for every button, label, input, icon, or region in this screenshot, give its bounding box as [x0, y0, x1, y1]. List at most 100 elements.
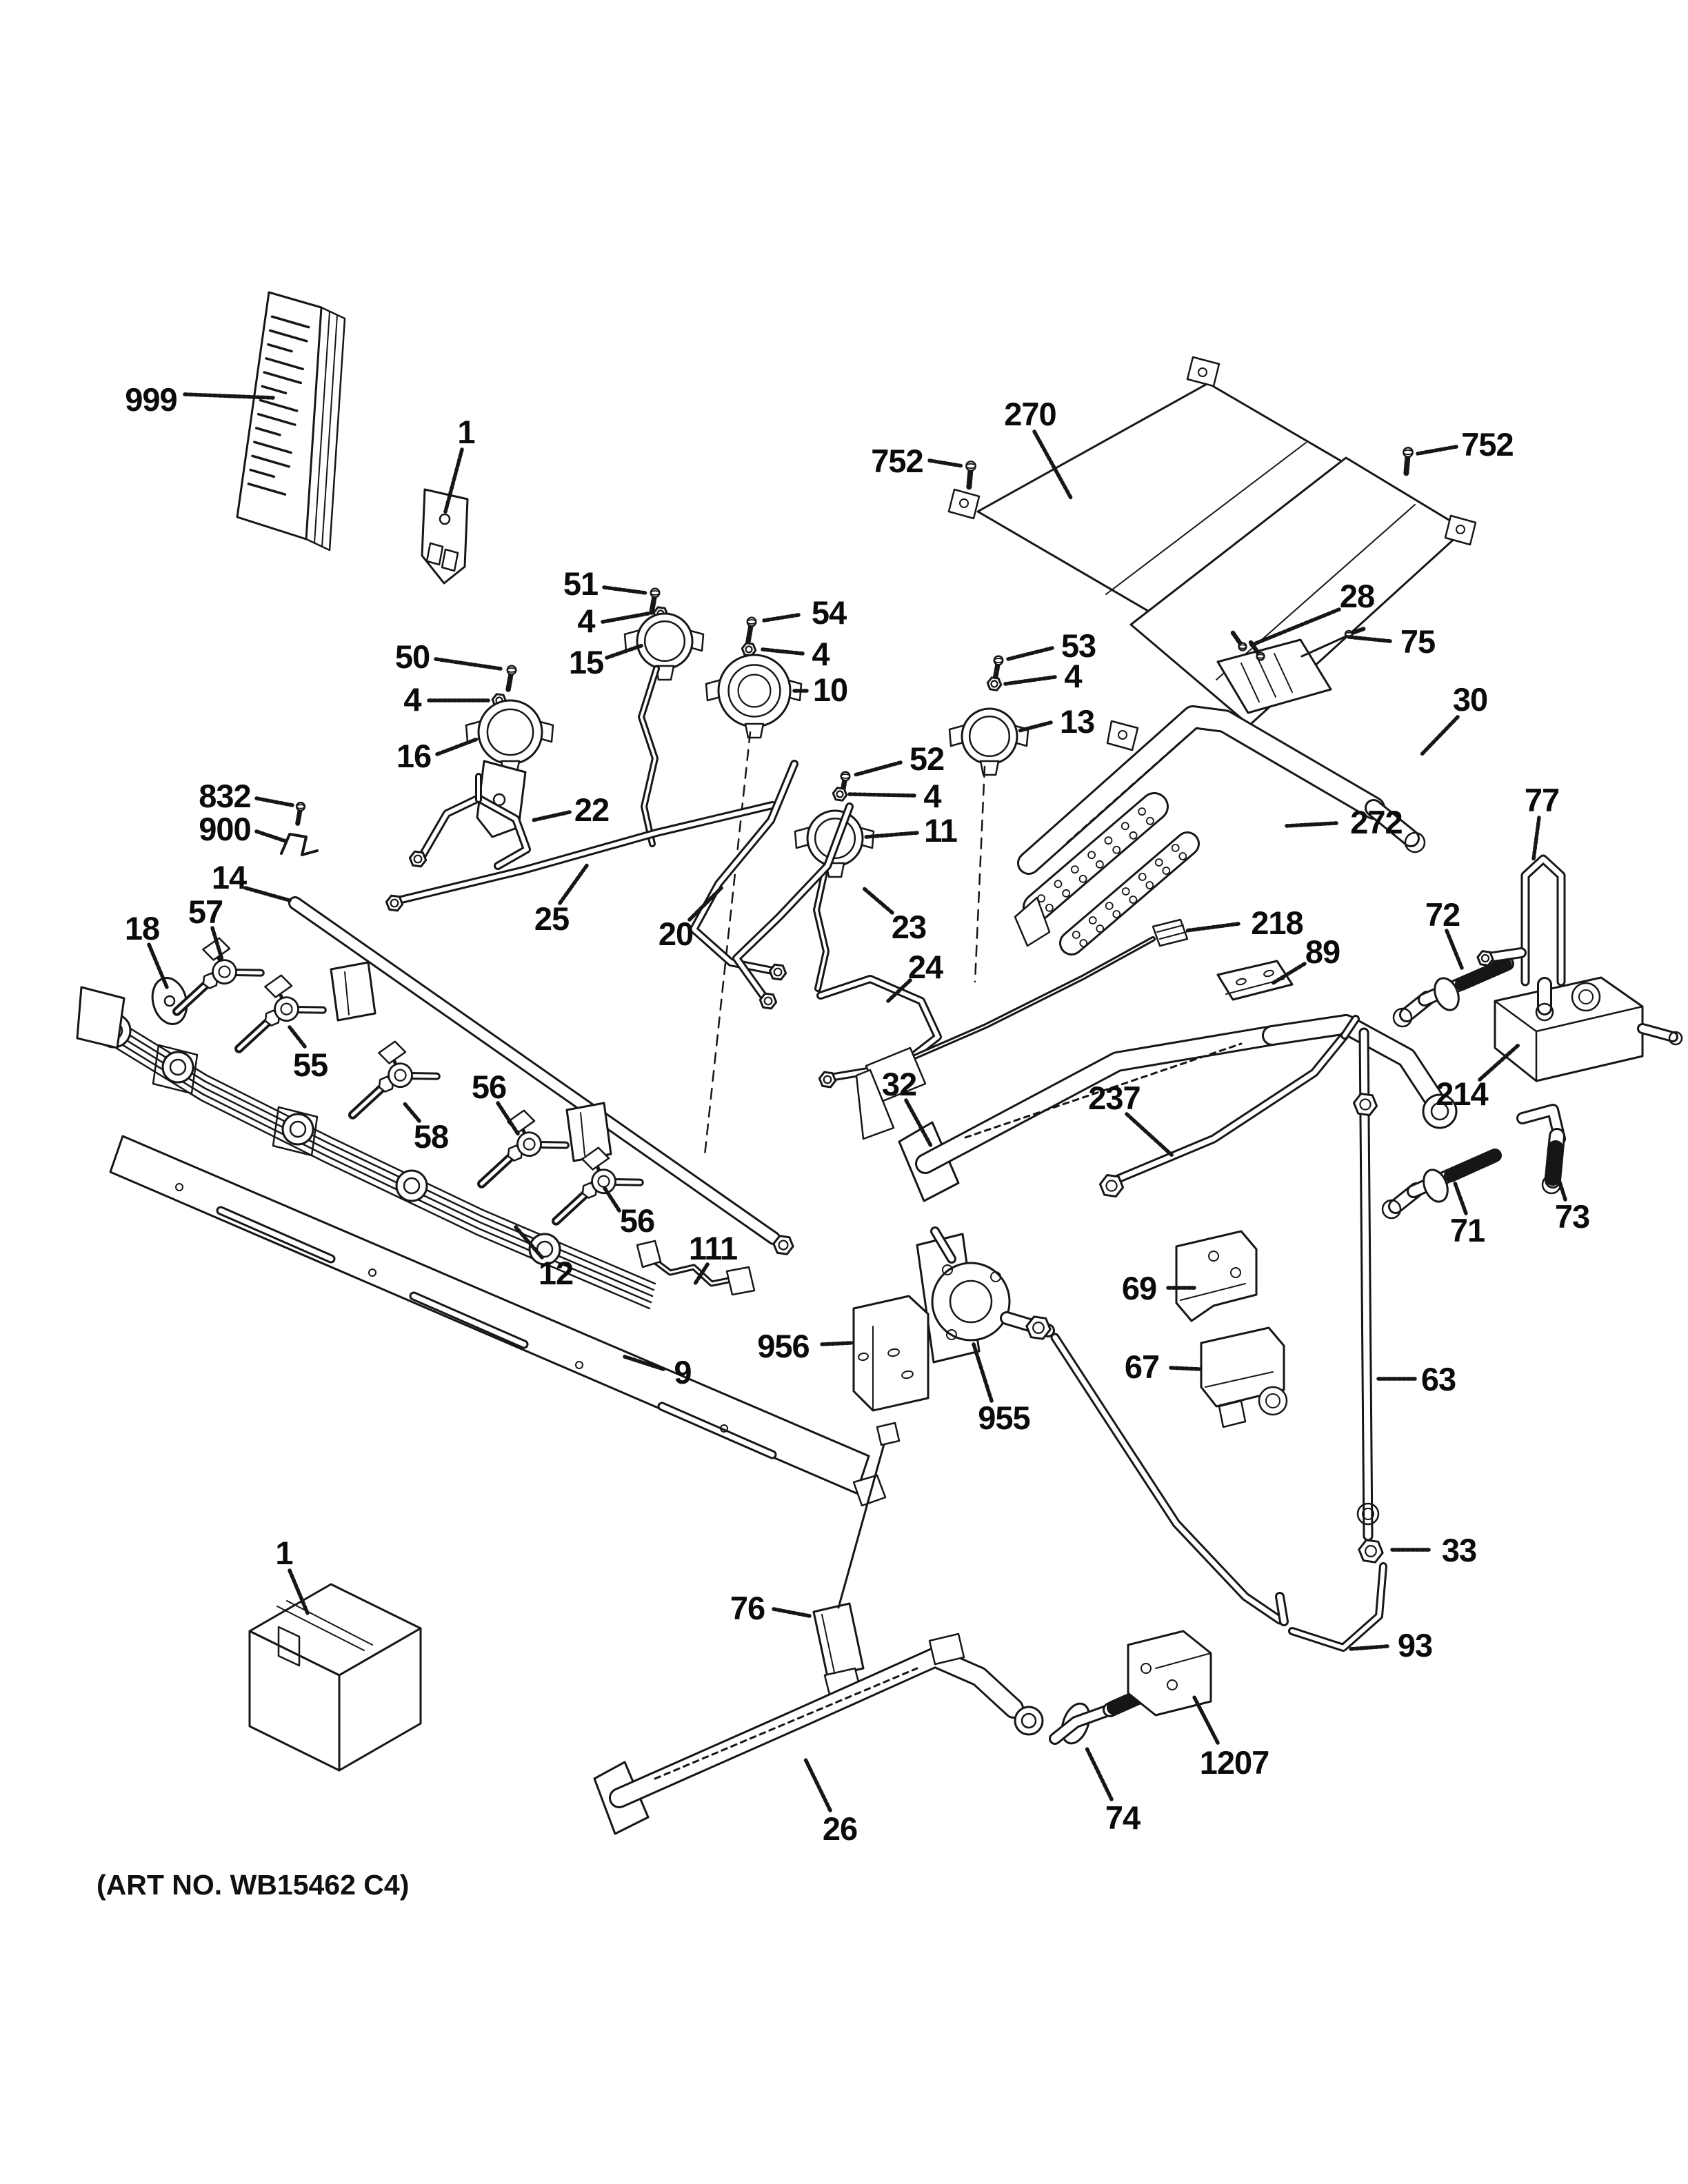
support-9-endtab	[852, 1474, 887, 1507]
spark-switch-76	[812, 1602, 865, 1678]
rail-ring2-in	[169, 1058, 187, 1076]
screw-752-right	[1403, 447, 1414, 476]
callout-label-23: 23	[892, 909, 926, 945]
rail-block2	[152, 1044, 199, 1095]
tube-63-ring	[1356, 1502, 1380, 1526]
shield-tab-bottom	[1106, 720, 1139, 751]
valve-67-cyl	[1258, 1386, 1288, 1416]
burner-11-stem	[813, 862, 830, 992]
callout-label-67: 67	[1125, 1348, 1159, 1385]
harness-218	[888, 936, 1156, 1070]
callout-752-right: 752	[1416, 426, 1514, 463]
tube-237-tip	[1340, 1015, 1360, 1040]
callout-52: 52	[853, 740, 945, 777]
valve-67	[1200, 1326, 1285, 1408]
support-9-hole4	[720, 1424, 728, 1433]
screw-752-left	[965, 461, 976, 490]
callout-4-a: 4	[577, 603, 650, 639]
callout-label-752-left: 752	[871, 443, 923, 479]
orifice-72-flange	[1434, 977, 1460, 1011]
pipe-bracket-b	[565, 1102, 612, 1162]
callout-label-55: 55	[293, 1046, 328, 1083]
igniter-75-rib2	[1257, 658, 1276, 698]
screw-54	[745, 616, 757, 644]
harness-218-pin1	[1156, 924, 1184, 933]
callout-74: 74	[1085, 1746, 1141, 1836]
callout-label-214: 214	[1436, 1075, 1488, 1112]
callout-955: 955	[972, 1342, 1031, 1436]
callout-75: 75	[1347, 623, 1436, 660]
bracket-1207	[1127, 1630, 1212, 1717]
callout-label-11: 11	[924, 812, 957, 849]
callout-label-76: 76	[730, 1590, 765, 1626]
callout-label-58: 58	[414, 1118, 448, 1155]
callout-label-4-e: 4	[403, 681, 421, 718]
support-9-slot1	[216, 1206, 336, 1264]
bracket-956-hole1	[887, 1348, 900, 1357]
callout-14: 14	[212, 859, 292, 902]
callout-4-e: 4	[403, 681, 490, 718]
pipe-bracket-b-notch	[580, 1112, 585, 1156]
callout-28: 28	[1249, 578, 1375, 647]
spreader-272-holes1	[1037, 807, 1154, 912]
parts-layer	[76, 291, 1683, 1835]
burner-tube-30	[1017, 705, 1385, 875]
rail-ring3-in	[289, 1120, 307, 1138]
harness-111-conn1	[636, 1240, 662, 1268]
pipe-bracket-a	[330, 961, 376, 1022]
callout-label-1-top: 1	[457, 414, 474, 450]
igniter-75-rib1	[1240, 663, 1260, 702]
callout-label-9: 9	[674, 1354, 691, 1391]
loop-tube-77-bottom-end	[1535, 1002, 1554, 1022]
bracket-89	[1216, 960, 1294, 1001]
valve-58	[348, 1040, 441, 1120]
burner-tube-32-boss-in	[1430, 1102, 1449, 1121]
valve-67-foot	[1218, 1399, 1247, 1428]
burner-tube-32-elbow	[1262, 1014, 1446, 1112]
supply-tube-elbow	[1275, 1592, 1289, 1626]
callout-58: 58	[402, 1101, 449, 1155]
callout-26: 26	[803, 1757, 858, 1847]
callout-13: 13	[1017, 703, 1095, 740]
callout-4-b: 4	[761, 636, 830, 672]
callout-label-18: 18	[125, 910, 159, 947]
callout-1-top: 1	[443, 414, 476, 514]
shield-tab-top	[1186, 356, 1220, 387]
callout-label-4-a: 4	[577, 603, 595, 639]
nut-4-b	[741, 642, 757, 657]
spreader-272-foot	[1014, 896, 1051, 947]
nut-4-d	[832, 787, 848, 802]
rail-ring4-in	[403, 1177, 421, 1195]
shield-tab-top-hole	[1198, 367, 1207, 377]
supply-tube	[1050, 1333, 1285, 1625]
heat-shield-fold1	[1105, 442, 1307, 595]
manifold-pipe-14	[288, 896, 781, 1245]
callout-270: 270	[1004, 396, 1074, 501]
valve-67-cyl-in	[1265, 1393, 1280, 1408]
callout-10: 10	[791, 671, 848, 708]
callout-30: 30	[1420, 681, 1488, 756]
bracket-69-hole1	[1208, 1251, 1219, 1262]
igniter-75-electrode	[1300, 636, 1346, 658]
callout-4-d: 4	[847, 778, 942, 814]
callout-32: 32	[882, 1066, 933, 1148]
callout-1207: 1207	[1192, 1695, 1269, 1781]
bracket-1207-hole2	[1167, 1679, 1178, 1690]
shield-tab-right	[1444, 514, 1477, 546]
rail-ring2	[161, 1051, 194, 1084]
valve-block-214-edge2	[1535, 1005, 1644, 1033]
igniter-75-rib3	[1274, 653, 1293, 693]
callout-label-1-box: 1	[275, 1535, 292, 1571]
orifice-72-tip	[1392, 1007, 1413, 1028]
tube-22	[418, 794, 531, 870]
callout-12: 12	[514, 1225, 574, 1291]
tube-25	[394, 801, 776, 904]
tube-237	[1107, 1031, 1349, 1186]
callout-label-89: 89	[1305, 933, 1340, 970]
support-channel-9	[109, 1135, 870, 1495]
valve-56-upper	[477, 1109, 570, 1189]
callout-33: 33	[1389, 1532, 1477, 1568]
tube-63-ring-in	[1362, 1508, 1374, 1520]
screw-51	[649, 587, 661, 615]
valve-block-214-stem	[1637, 1023, 1678, 1042]
